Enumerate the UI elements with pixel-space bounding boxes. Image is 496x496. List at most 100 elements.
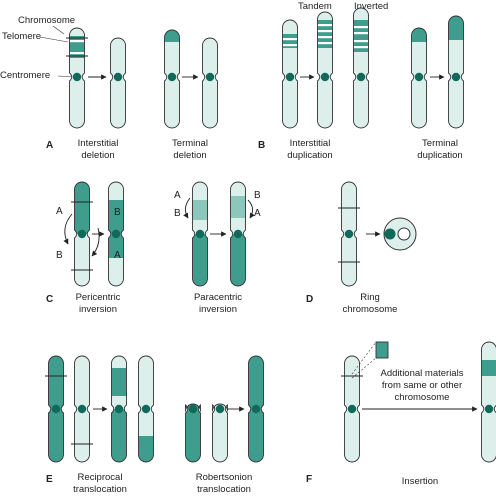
chromosome-body [202, 38, 218, 129]
chromosome-segment [48, 356, 64, 409]
chromosome-band [317, 36, 333, 39]
chromosome [108, 181, 124, 287]
panel-title-right: deletion [173, 150, 206, 161]
arm-letter-b: B [114, 207, 121, 218]
arm-letter-a: A [56, 206, 63, 217]
panel-title-right: Robertsonion [196, 472, 253, 483]
chromosome-segment [192, 234, 208, 286]
panel-letter: F [306, 474, 312, 485]
panel-title-right: Terminal [172, 138, 208, 149]
centromere-dot [113, 72, 123, 82]
centromere-dot [114, 404, 124, 414]
chromosome-band [317, 30, 333, 33]
centromere-dot [205, 72, 215, 82]
chromosome [185, 403, 201, 463]
chromosome-segment [248, 409, 264, 462]
panel-title-left: Insertion [402, 476, 438, 487]
chromosome-outline [74, 181, 90, 287]
centromere-dot [320, 72, 330, 82]
chromosome [66, 27, 88, 129]
ring-chromosome [383, 217, 417, 251]
chromosome-segment [230, 182, 246, 196]
curved-arrow [91, 227, 100, 257]
chromosome-segment [48, 409, 64, 462]
additional-materials-line-1: Additional materials [381, 368, 464, 379]
additional-materials-line-2: from same or other [382, 380, 462, 391]
chromosome-segment [111, 409, 127, 462]
chromosome-outline [344, 355, 360, 463]
curved-arrow [183, 197, 191, 219]
chromosome-segment [164, 30, 180, 42]
chromosome [248, 355, 264, 463]
panel-title-right: inversion [199, 304, 237, 315]
arm-letter-a: A [174, 190, 181, 201]
panel-title-right: duplication [417, 150, 462, 161]
chromosome-segment [192, 182, 208, 200]
tandem-label: Tandem [298, 1, 332, 12]
zoom-line [351, 357, 377, 379]
chromosome-band [282, 38, 298, 41]
panel-title-left: chromosome [343, 304, 398, 315]
chromosome-outline [230, 181, 246, 287]
chromosome-segment [317, 20, 333, 48]
arm-letter-a: A [254, 208, 261, 219]
chromosome-band [353, 32, 369, 35]
arm-letter-b: B [174, 208, 181, 219]
centromere-dot [484, 404, 494, 414]
centromere-label: Centromere [0, 70, 50, 81]
inserted-material-box [375, 341, 389, 359]
chromosome [110, 37, 126, 129]
chromosome-band [353, 26, 369, 29]
chromosome-segment [248, 356, 264, 409]
centromere-dot [111, 229, 121, 239]
chromosome [230, 181, 246, 287]
panel-title-left: translocation [73, 484, 127, 495]
chromosome-outline [212, 403, 228, 463]
chromosome-outline [411, 27, 427, 129]
chromosome-segment [138, 436, 154, 462]
chromosome-segment [481, 360, 496, 376]
panel-title-left: deletion [81, 150, 114, 161]
curved-arrow [63, 213, 73, 245]
chromosome-band [353, 40, 369, 43]
chromosome-outline [248, 355, 264, 463]
chromosome-segment [111, 368, 127, 396]
chromosome [164, 29, 180, 129]
centromere-dot [51, 404, 61, 414]
panel-title-left: Interstitial [78, 138, 119, 149]
panel-title-left: Reciprocal [78, 472, 123, 483]
centromere-dot [233, 229, 243, 239]
chromosome-body [110, 38, 126, 128]
centromere-dot [188, 404, 198, 414]
chromosome-outline [48, 355, 64, 463]
centromere-dot [141, 404, 151, 414]
chromosome-outline [185, 403, 201, 463]
additional-materials-line-3: chromosome [395, 392, 450, 403]
chromosome-band [353, 46, 369, 49]
chromosome-segment [69, 36, 85, 58]
chromosome [212, 403, 228, 463]
chromosome [71, 355, 93, 463]
label-pointer [52, 25, 65, 35]
chromosome-segment [230, 234, 246, 286]
panel-title-left: Ring [360, 292, 380, 303]
centromere-dot [77, 404, 87, 414]
chromosome-outline [111, 355, 127, 463]
centromere-dot [195, 229, 205, 239]
chromosome [448, 15, 464, 129]
curved-arrow [247, 199, 255, 219]
chromosome [282, 19, 298, 129]
chromosome-segment [411, 28, 427, 42]
panel-title-left: duplication [287, 150, 332, 161]
centromere-dot [347, 404, 357, 414]
panel-title-left: Pericentric [76, 292, 121, 303]
chromosome-outline [74, 355, 90, 463]
chromosome-segment [74, 182, 90, 234]
chromosome-body [448, 16, 464, 128]
chromosome-segment [74, 234, 90, 286]
chromosome-band [69, 52, 85, 55]
chromosome-outline [481, 341, 496, 463]
chromosome-band [69, 40, 85, 43]
chromosome [341, 355, 363, 463]
